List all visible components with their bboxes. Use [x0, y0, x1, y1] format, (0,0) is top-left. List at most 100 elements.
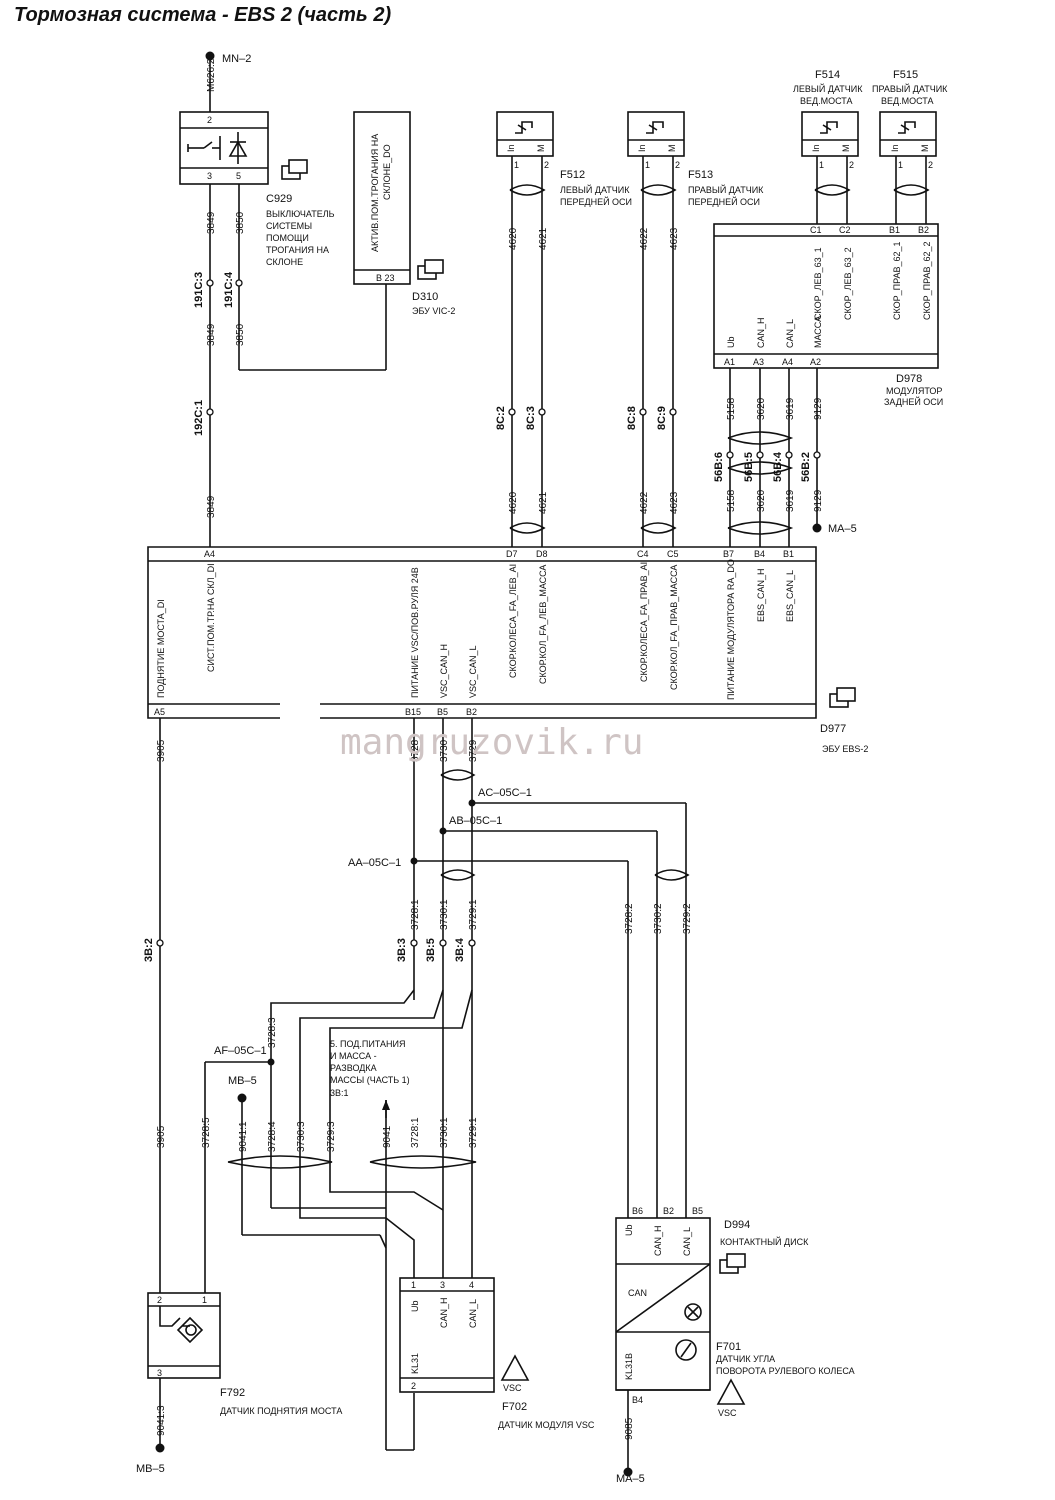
connector-label: 56B:4 — [772, 451, 784, 482]
f512-pin-m: M — [536, 145, 546, 153]
wire-number: 3729:2 — [682, 903, 693, 934]
wire-number: 3850 — [235, 323, 246, 346]
wire-number: 4622 — [639, 227, 650, 250]
wire-number: 3728:1 — [410, 1117, 421, 1148]
f513-id: F513 — [688, 169, 713, 181]
d978-signal: СКОР_ПРАВ_62_1 — [892, 241, 902, 320]
f515-pin-m: M — [920, 145, 930, 153]
ground-mb5-top-label: MB–5 — [228, 1075, 257, 1087]
d310-ecu-box — [353, 111, 411, 285]
d978-desc: МОДУЛЯТОР — [886, 386, 942, 396]
wire-number: 4623 — [669, 227, 680, 250]
connector-label: 56B:5 — [743, 452, 755, 482]
connector-label: 192C:1 — [193, 400, 205, 436]
d977-pin: D7 — [506, 549, 518, 559]
d977-signal: ПИТАНИЕ МОДУЛЯТОРА RA_DO — [726, 559, 736, 700]
f512-pin: 2 — [544, 160, 549, 170]
wire-number: 3619 — [785, 397, 796, 420]
d977-pin: D8 — [536, 549, 548, 559]
d978-pin: A3 — [753, 357, 764, 367]
f792-pin: 2 — [157, 1295, 162, 1305]
d977-pin: A4 — [204, 549, 215, 559]
c929-pin: 2 — [207, 115, 212, 125]
d994-signal: KL31B — [624, 1353, 634, 1380]
d977-signal: EBS_CAN_H — [756, 568, 766, 622]
f701-desc: ПОВОРОТА РУЛЕВОГО КОЛЕСА — [716, 1366, 855, 1376]
f702-pin: 4 — [469, 1280, 474, 1290]
wire-number: 3729:3 — [326, 1121, 337, 1152]
d978-pin: B2 — [918, 225, 929, 235]
d994-pin: B6 — [632, 1206, 643, 1216]
d977-signal: VSC_CAN_L — [468, 645, 478, 698]
d977-signal: VSC_CAN_H — [439, 644, 449, 698]
d977-signal: EBS_CAN_L — [785, 570, 795, 622]
d977-pin: C4 — [637, 549, 649, 559]
f702-signal: CAN_L — [468, 1299, 478, 1328]
c929-desc: ВЫКЛЮЧАТЕЛЬ — [266, 209, 335, 219]
f512-id: F512 — [560, 169, 585, 181]
d994-can-label: CAN — [628, 1288, 647, 1298]
f515-pin: 1 — [898, 160, 903, 170]
d978-id: D978 — [896, 373, 922, 385]
ground-ma5-top-label: MA–5 — [828, 523, 857, 535]
ground-mb5-bottom-label: MB–5 — [136, 1463, 165, 1475]
f513-sensor-box — [627, 111, 685, 157]
d994-desc: КОНТАКТНЫЙ ДИСК — [720, 1236, 809, 1247]
wire-number: 3728 — [410, 739, 421, 762]
reference-text: МАССЫ (ЧАСТЬ 1) — [330, 1075, 410, 1085]
f515-pin-in: In — [890, 144, 900, 152]
d310-id: D310 — [412, 291, 438, 303]
f515-desc: ПРАВЫЙ ДАТЧИК — [872, 83, 948, 94]
wire-number: 4621 — [538, 227, 549, 250]
wire-number: 3728:2 — [624, 903, 635, 934]
connector-label: 3B:4 — [454, 937, 466, 962]
ground-ma5-bottom-label: MA–5 — [616, 1473, 645, 1485]
d994-signal: CAN_H — [653, 1225, 663, 1256]
wire-number: 3730:1 — [439, 1117, 450, 1148]
wire-number: 3729 — [468, 739, 479, 762]
f513-pin-m: M — [667, 145, 677, 153]
reference-text: РАЗВОДКА — [330, 1063, 377, 1073]
ground-mn2-label: MN–2 — [222, 53, 251, 65]
f702-warning-icon — [500, 1354, 530, 1381]
d310-signal: СКЛОНЕ_DO — [382, 144, 392, 200]
reference-text: 5. ПОД.ПИТАНИЯ — [330, 1039, 405, 1049]
connector-label: 191C:3 — [193, 272, 205, 308]
wire-number: 3619 — [785, 489, 796, 512]
wire-number: 4620 — [508, 491, 519, 514]
d978-pin: A2 — [810, 357, 821, 367]
f515-sensor-box — [879, 111, 937, 157]
wire-number: 3728:3 — [267, 1017, 278, 1048]
d977-pin: B1 — [783, 549, 794, 559]
connector-label: 8C:8 — [626, 406, 638, 430]
f512-pin-in: In — [506, 144, 516, 152]
f792-pin: 1 — [202, 1295, 207, 1305]
wire-number: 3728:4 — [267, 1121, 278, 1152]
d978-signal: CAN_H — [756, 317, 766, 348]
d977-signal: СКОР.КОЛ_FA_ПРАВ_МАССА — [669, 565, 679, 690]
d977-signal: СКОР.КОЛ_FA_ЛЕВ_МАССА — [538, 565, 548, 684]
f512-sensor-box — [496, 111, 554, 157]
connector-label: 8C:9 — [656, 406, 668, 430]
f702-id: F702 — [502, 1401, 527, 1413]
d978-signal: СКОР_ЛЕВ_63_1 — [813, 247, 823, 320]
d977-pin: C5 — [667, 549, 679, 559]
c929-desc: ПОМОЩИ — [266, 233, 309, 243]
f702-pin: 3 — [440, 1280, 445, 1290]
f702-pin: 1 — [411, 1280, 416, 1290]
wire-number: 3905 — [156, 739, 167, 762]
wire-number: 3905 — [156, 1125, 167, 1148]
reference-text: И МАССА - — [330, 1051, 377, 1061]
d978-pin: A4 — [782, 357, 793, 367]
d994-id: D994 — [724, 1219, 750, 1231]
d977-pin: B15 — [405, 707, 421, 717]
f512-desc: ПЕРЕДНЕЙ ОСИ — [560, 196, 632, 207]
splice-label: AF–05C–1 — [214, 1045, 267, 1057]
ground-m626-label: M626:2 — [206, 58, 217, 92]
d978-signal: МАССА — [813, 316, 823, 348]
d977-pin: B2 — [466, 707, 477, 717]
f515-desc: ВЕД.МОСТА — [881, 96, 934, 106]
c929-pin: 3 — [207, 171, 212, 181]
f702-pin: 2 — [411, 1381, 416, 1391]
f514-sensor-box — [801, 111, 859, 157]
